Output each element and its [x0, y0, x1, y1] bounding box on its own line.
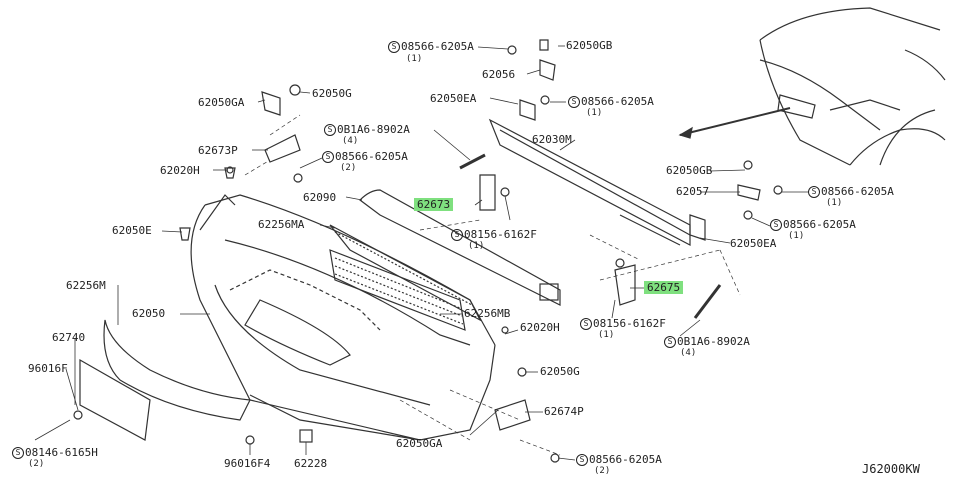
- part-number: 08566-6205A: [589, 453, 662, 466]
- bracket-62673: [479, 174, 496, 211]
- bolt-symbol-icon: S: [576, 454, 588, 466]
- label-part: 62050: [132, 307, 166, 320]
- bracket-62675: [614, 264, 636, 306]
- clip-62050g: [289, 84, 301, 96]
- bracket-62673p: [264, 134, 301, 163]
- label-part: 62090: [303, 191, 337, 204]
- label-part: 62056: [482, 68, 516, 81]
- label-part: 62050EA: [430, 92, 477, 105]
- part-quantity: (1): [406, 54, 423, 64]
- part-number-highlighted: 62673: [414, 198, 454, 211]
- bolt-symbol-icon: S: [12, 447, 24, 459]
- label-part: 62740: [52, 331, 86, 344]
- part-number: 08566-6205A: [581, 95, 654, 108]
- part-quantity: (1): [468, 241, 485, 251]
- label-part: 62050GB: [566, 39, 613, 52]
- label-part: 62050E: [112, 224, 152, 237]
- part-quantity: (1): [826, 198, 843, 208]
- label-part: 62050G: [312, 87, 352, 100]
- label-part: 62020H: [520, 321, 560, 334]
- label-part: 62228: [294, 457, 328, 470]
- clip-62050ea: [519, 99, 536, 121]
- bolt-symbol-icon: S: [664, 336, 676, 348]
- part-number: 08156-6162F: [593, 317, 666, 330]
- plate-bracket: [79, 358, 151, 441]
- bolt-symbol-icon: S: [770, 219, 782, 231]
- lower-lip: [103, 319, 251, 421]
- part-number: 0B1A6-8902A: [677, 335, 750, 348]
- label-part: 62256M: [66, 279, 106, 292]
- reinforcement-beam: [488, 118, 691, 246]
- cap-62228: [299, 429, 313, 443]
- pointer-arrow: [678, 126, 693, 139]
- bolt-symbol-icon: S: [451, 229, 463, 241]
- part-number: 08566-6205A: [783, 218, 856, 231]
- label-part: 96016F4: [224, 457, 271, 470]
- part-quantity: (4): [342, 136, 359, 146]
- diagram-code: J62000KW: [862, 462, 920, 476]
- part-number: 08566-6205A: [821, 185, 894, 198]
- label-part: 62020H: [160, 164, 200, 177]
- label-part: 62675: [644, 281, 684, 294]
- part-number: 08566-6205A: [401, 40, 474, 53]
- label-part: 62050GA: [198, 96, 245, 109]
- lower-grille: [329, 249, 466, 331]
- bolt-symbol-icon: S: [324, 124, 336, 136]
- bolt-symbol-icon: S: [568, 96, 580, 108]
- bolt-symbol-icon: S: [322, 151, 334, 163]
- leader-lines: [34, 45, 808, 461]
- label-part: 62050GB: [666, 164, 713, 177]
- bolt-symbol-icon: S: [580, 318, 592, 330]
- label-part: 96016F: [28, 362, 68, 375]
- part-number: 0B1A6-8902A: [337, 123, 410, 136]
- bracket-62674p: [494, 399, 531, 431]
- bracket-62056: [539, 59, 556, 81]
- upper-grille: [329, 224, 482, 322]
- bolt-symbol-icon: S: [808, 186, 820, 198]
- bolts: [73, 45, 783, 463]
- car-outline: [759, 7, 946, 166]
- part-quantity: (2): [340, 163, 357, 173]
- part-quantity: (2): [28, 459, 45, 469]
- label-part: 62050G: [540, 365, 580, 378]
- label-part: 62057: [676, 185, 710, 198]
- energy-absorber: [359, 189, 561, 306]
- label-part: 62050EA: [730, 237, 777, 250]
- part-number-highlighted: 62675: [644, 281, 684, 294]
- part-quantity: (1): [598, 330, 615, 340]
- part-quantity: (2): [594, 466, 611, 476]
- bracket-62057: [737, 184, 761, 201]
- part-number: 08156-6162F: [464, 228, 537, 241]
- label-part: 62256MA: [258, 218, 305, 231]
- part-number: 08146-6165H: [25, 446, 98, 459]
- part-number: 08566-6205A: [335, 150, 408, 163]
- label-part: 62256MB: [464, 307, 511, 320]
- label-part: 62050GA: [396, 437, 443, 450]
- part-quantity: (4): [680, 348, 697, 358]
- clip-62050ga: [261, 91, 281, 116]
- part-quantity: (1): [586, 108, 603, 118]
- label-part: 62673: [414, 198, 454, 211]
- label-part: 62673P: [198, 144, 238, 157]
- part-quantity: (1): [788, 231, 805, 241]
- label-part: 62674P: [544, 405, 584, 418]
- clip-62050ea-2: [689, 214, 706, 241]
- label-part: 62030M: [532, 133, 572, 146]
- construction-lines: [244, 114, 741, 456]
- bolt-symbol-icon: S: [388, 41, 400, 53]
